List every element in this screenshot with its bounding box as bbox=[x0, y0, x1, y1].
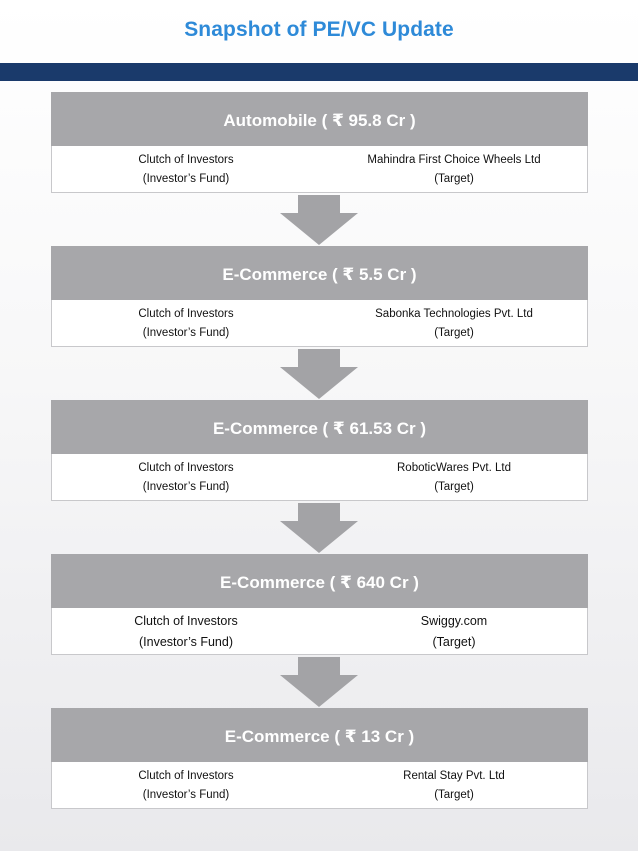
deal-sector-amount: E-Commerce ( ₹ 13 Cr ) bbox=[224, 727, 415, 746]
deal-card: E-Commerce ( ₹ 5.5 Cr ) Clutch of Invest… bbox=[51, 246, 588, 347]
target-column: Mahindra First Choice Wheels Ltd (Target… bbox=[320, 146, 588, 192]
investor-role: (Investor’s Fund) bbox=[142, 172, 230, 185]
target-role: (Target) bbox=[434, 480, 474, 493]
investor-name: Clutch of Investors bbox=[134, 613, 238, 628]
investor-role: (Investor’s Fund) bbox=[142, 480, 230, 493]
target-role: (Target) bbox=[432, 634, 476, 649]
investor-column: Clutch of Investors (Investor’s Fund) bbox=[52, 608, 320, 654]
deal-header: E-Commerce ( ₹ 5.5 Cr ) bbox=[51, 246, 588, 300]
deal-header: Automobile ( ₹ 95.8 Cr ) bbox=[51, 92, 588, 146]
investor-column: Clutch of Investors (Investor’s Fund) bbox=[52, 146, 320, 192]
deal-body: Clutch of Investors (Investor’s Fund) Sa… bbox=[51, 300, 588, 347]
investor-name: Clutch of Investors bbox=[138, 769, 234, 782]
deal-header: E-Commerce ( ₹ 61.53 Cr ) bbox=[51, 400, 588, 454]
deal-card: E-Commerce ( ₹ 13 Cr ) Clutch of Investo… bbox=[51, 708, 588, 809]
target-name: Rental Stay Pvt. Ltd bbox=[403, 769, 505, 782]
target-role: (Target) bbox=[434, 788, 474, 801]
down-arrow-icon bbox=[280, 657, 358, 707]
investor-column: Clutch of Investors (Investor’s Fund) bbox=[52, 454, 320, 500]
target-column: RoboticWares Pvt. Ltd (Target) bbox=[320, 454, 588, 500]
investor-name: Clutch of Investors bbox=[138, 153, 234, 166]
investor-name: Clutch of Investors bbox=[138, 461, 234, 474]
deal-card: Automobile ( ₹ 95.8 Cr ) Clutch of Inves… bbox=[51, 92, 588, 193]
title-underline-bar bbox=[0, 63, 638, 81]
target-column: Sabonka Technologies Pvt. Ltd (Target) bbox=[320, 300, 588, 346]
page-title: Snapshot of PE/VC Update bbox=[184, 18, 454, 41]
target-role: (Target) bbox=[434, 326, 474, 339]
investor-role: (Investor’s Fund) bbox=[138, 634, 234, 649]
deal-body: Clutch of Investors (Investor’s Fund) Re… bbox=[51, 762, 588, 809]
down-arrow-icon bbox=[280, 349, 358, 399]
target-column: Rental Stay Pvt. Ltd (Target) bbox=[320, 762, 588, 808]
deal-header: E-Commerce ( ₹ 640 Cr ) bbox=[51, 554, 588, 608]
deal-body: Clutch of Investors (Investor’s Fund) Ma… bbox=[51, 146, 588, 193]
deal-sector-amount: E-Commerce ( ₹ 640 Cr ) bbox=[220, 573, 419, 592]
down-arrow-icon bbox=[280, 503, 358, 553]
target-name: Sabonka Technologies Pvt. Ltd bbox=[375, 307, 533, 320]
target-role: (Target) bbox=[434, 172, 474, 185]
deal-body: Clutch of Investors (Investor’s Fund) Ro… bbox=[51, 454, 588, 501]
deal-card: E-Commerce ( ₹ 61.53 Cr ) Clutch of Inve… bbox=[51, 400, 588, 501]
investor-role: (Investor’s Fund) bbox=[142, 326, 230, 339]
deal-card: E-Commerce ( ₹ 640 Cr ) Clutch of Invest… bbox=[51, 554, 588, 655]
investor-name: Clutch of Investors bbox=[138, 307, 234, 320]
deal-sector-amount: Automobile ( ₹ 95.8 Cr ) bbox=[223, 111, 416, 130]
investor-column: Clutch of Investors (Investor’s Fund) bbox=[52, 300, 320, 346]
deal-body: Clutch of Investors (Investor’s Fund) Sw… bbox=[51, 608, 588, 655]
investor-column: Clutch of Investors (Investor’s Fund) bbox=[52, 762, 320, 808]
investor-role: (Investor’s Fund) bbox=[142, 788, 230, 801]
deal-sector-amount: E-Commerce ( ₹ 61.53 Cr ) bbox=[212, 419, 427, 438]
target-column: Swiggy.com (Target) bbox=[320, 608, 588, 654]
target-name: Swiggy.com bbox=[420, 613, 488, 628]
deal-sector-amount: E-Commerce ( ₹ 5.5 Cr ) bbox=[222, 265, 417, 284]
deal-header: E-Commerce ( ₹ 13 Cr ) bbox=[51, 708, 588, 762]
target-name: Mahindra First Choice Wheels Ltd bbox=[367, 153, 541, 166]
target-name: RoboticWares Pvt. Ltd bbox=[397, 461, 511, 474]
down-arrow-icon bbox=[280, 195, 358, 245]
